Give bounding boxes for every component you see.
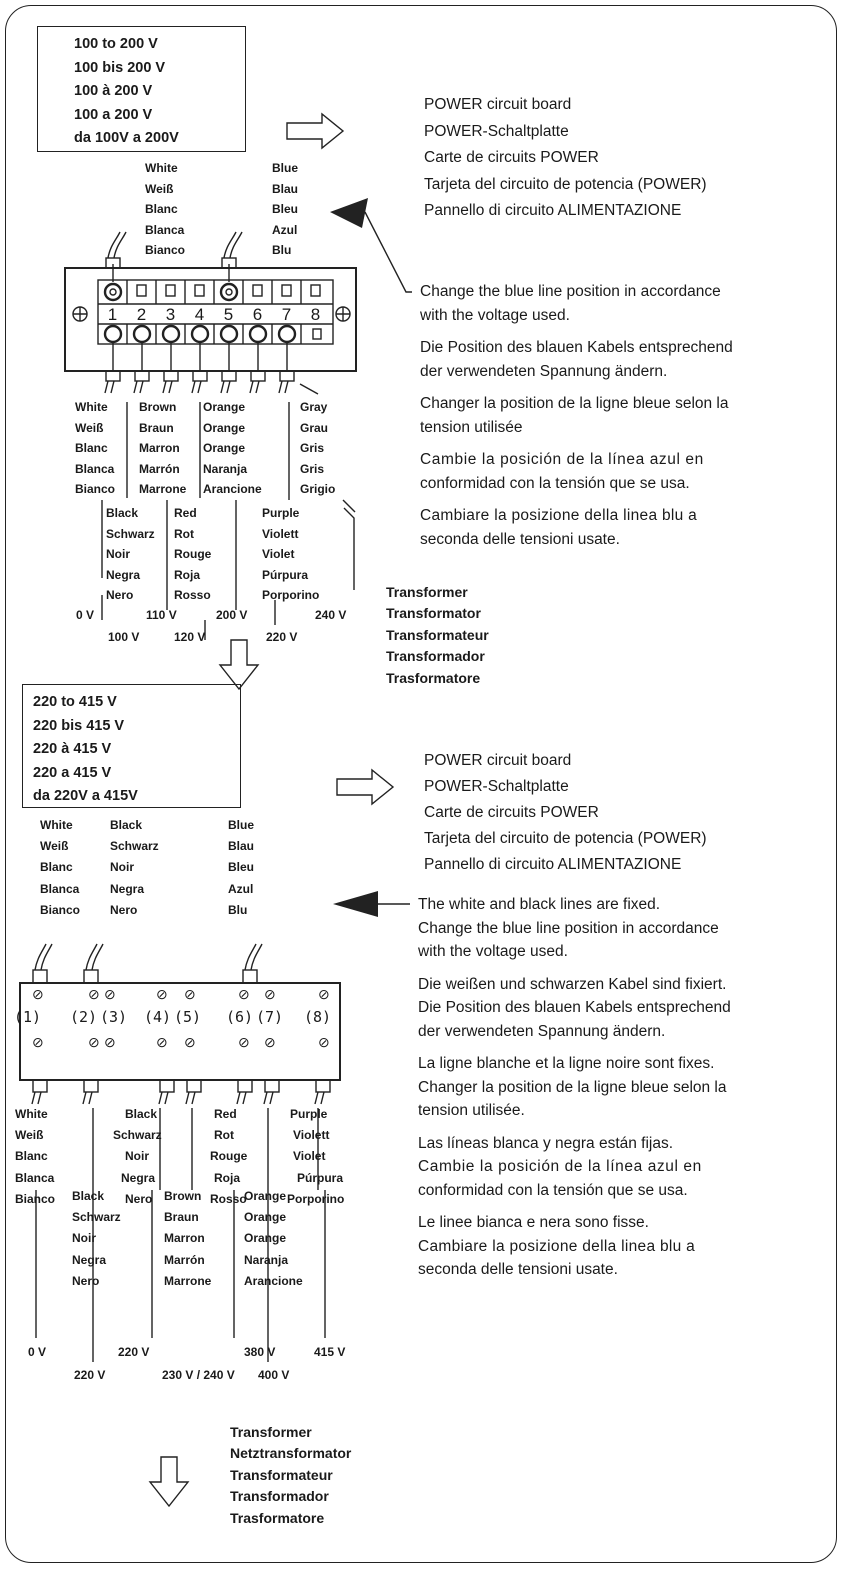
voltage-label: 220 V bbox=[266, 630, 298, 644]
voltage-label: 220 V bbox=[74, 1368, 106, 1382]
voltage-label: 0 V bbox=[28, 1345, 47, 1359]
callout-arrow-icon bbox=[333, 891, 378, 917]
voltage-range-box-top: 100 to 200 V 100 bis 200 V 100 à 200 V 1… bbox=[37, 26, 246, 152]
down-arrow-icon bbox=[148, 1456, 190, 1508]
terminal-numbers-top: 1 2 3 4 5 6 7 8 bbox=[107, 305, 321, 324]
instruction-notes-bottom: The white and black lines are fixed.Chan… bbox=[418, 896, 731, 1278]
right-arrow-icon bbox=[286, 112, 345, 150]
voltage-label: 200 V bbox=[216, 608, 248, 622]
voltage-label: 415 V bbox=[314, 1345, 346, 1359]
voltage-label: 0 V bbox=[76, 608, 95, 622]
down-arrow-icon bbox=[218, 639, 260, 691]
voltage-range-box-bottom: 220 to 415 V 220 bis 415 V 220 à 415 V 2… bbox=[22, 684, 241, 808]
voltage-range-line: 100 à 200 V bbox=[74, 83, 153, 99]
voltage-label: 100 V bbox=[108, 630, 140, 644]
voltage-range-line: 100 a 200 V bbox=[74, 106, 153, 123]
right-arrow-icon bbox=[336, 768, 395, 806]
voltage-range-line: da 220V a 415V bbox=[33, 788, 138, 804]
terminal-screws-row-top: ⊘⊘⊘ ⊘⊘ ⊘⊘⊘ bbox=[32, 986, 330, 1002]
voltage-label: 230 V / 240 V bbox=[162, 1368, 235, 1382]
voltage-range-line: 220 to 415 V bbox=[33, 694, 117, 710]
voltage-label: 120 V bbox=[174, 630, 206, 644]
callout-arrow-icon bbox=[330, 198, 368, 228]
terminal-block-top bbox=[64, 267, 357, 372]
voltage-range-line: da 100V a 200V bbox=[74, 130, 179, 146]
page-frame bbox=[5, 5, 837, 1563]
voltage-range-line: 220 à 415 V bbox=[33, 741, 112, 757]
terminal-block-bottom bbox=[19, 982, 341, 1081]
voltage-range-line: 100 bis 200 V bbox=[74, 59, 166, 76]
voltage-label: 220 V bbox=[118, 1345, 150, 1359]
voltage-label: 110 V bbox=[146, 608, 177, 622]
power-board-label-top: POWER circuit board POWER-Schaltplatte C… bbox=[424, 96, 707, 219]
instruction-notes-top: Change the blue line position in accorda… bbox=[420, 283, 733, 548]
voltage-label: 380 V bbox=[244, 1345, 276, 1359]
voltage-label: 400 V bbox=[258, 1368, 290, 1382]
voltage-range-line: 220 a 415 V bbox=[33, 764, 112, 781]
voltage-label: 240 V bbox=[315, 608, 347, 622]
terminal-numbers-bottom: (1) (2) (3) (4) (5) (6) (7) (8) bbox=[14, 1008, 332, 1026]
voltage-range-line: 100 to 200 V bbox=[74, 36, 158, 52]
voltage-range-line: 220 bis 415 V bbox=[33, 717, 125, 734]
terminal-screws-row-bottom: ⊘⊘⊘ ⊘⊘ ⊘⊘⊘ bbox=[32, 1034, 330, 1050]
